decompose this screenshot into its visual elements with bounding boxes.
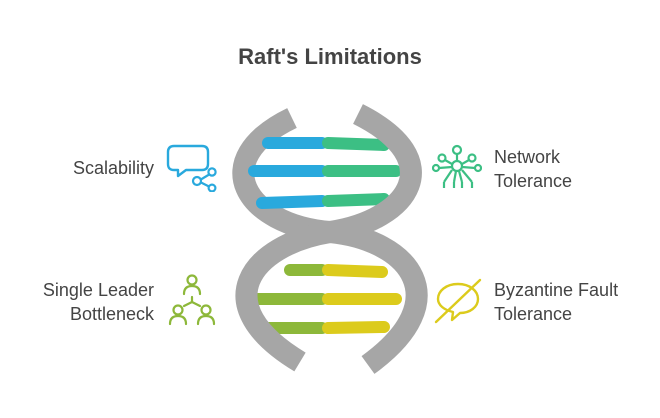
- rung-3-right: [322, 193, 390, 207]
- label-network-tolerance-line1: Network: [494, 147, 561, 167]
- no-chat-icon: [434, 278, 482, 324]
- label-single-leader-bottleneck: Single Leader Bottleneck: [10, 278, 154, 326]
- label-single-leader-line1: Single Leader: [42, 280, 154, 300]
- label-single-leader-line2: Bottleneck: [69, 304, 154, 324]
- label-byzantine-line2: Tolerance: [494, 304, 573, 324]
- rung-1-right: [322, 137, 390, 151]
- helix-front-strand: [235, 104, 422, 372]
- label-byzantine-line1: Byzantine Fault: [494, 280, 619, 300]
- upper-rungs: [248, 137, 402, 209]
- label-network-tolerance-line2: Tolerance: [494, 171, 573, 191]
- network-nodes-icon: [432, 144, 482, 188]
- rung-3-left: [256, 195, 328, 209]
- label-network-tolerance: Network Tolerance: [494, 145, 644, 193]
- label-scalability-text: Scalability: [72, 158, 154, 178]
- diagram-title: Raft's Limitations: [238, 44, 422, 69]
- label-scalability: Scalability: [30, 156, 154, 180]
- rung-6-right: [322, 321, 390, 334]
- lower-rungs: [250, 264, 402, 334]
- rung-4-right: [322, 264, 388, 278]
- label-byzantine-fault-tolerance: Byzantine Fault Tolerance: [494, 278, 654, 326]
- leader-hierarchy-icon: [168, 274, 216, 326]
- chat-network-icon: [166, 144, 217, 192]
